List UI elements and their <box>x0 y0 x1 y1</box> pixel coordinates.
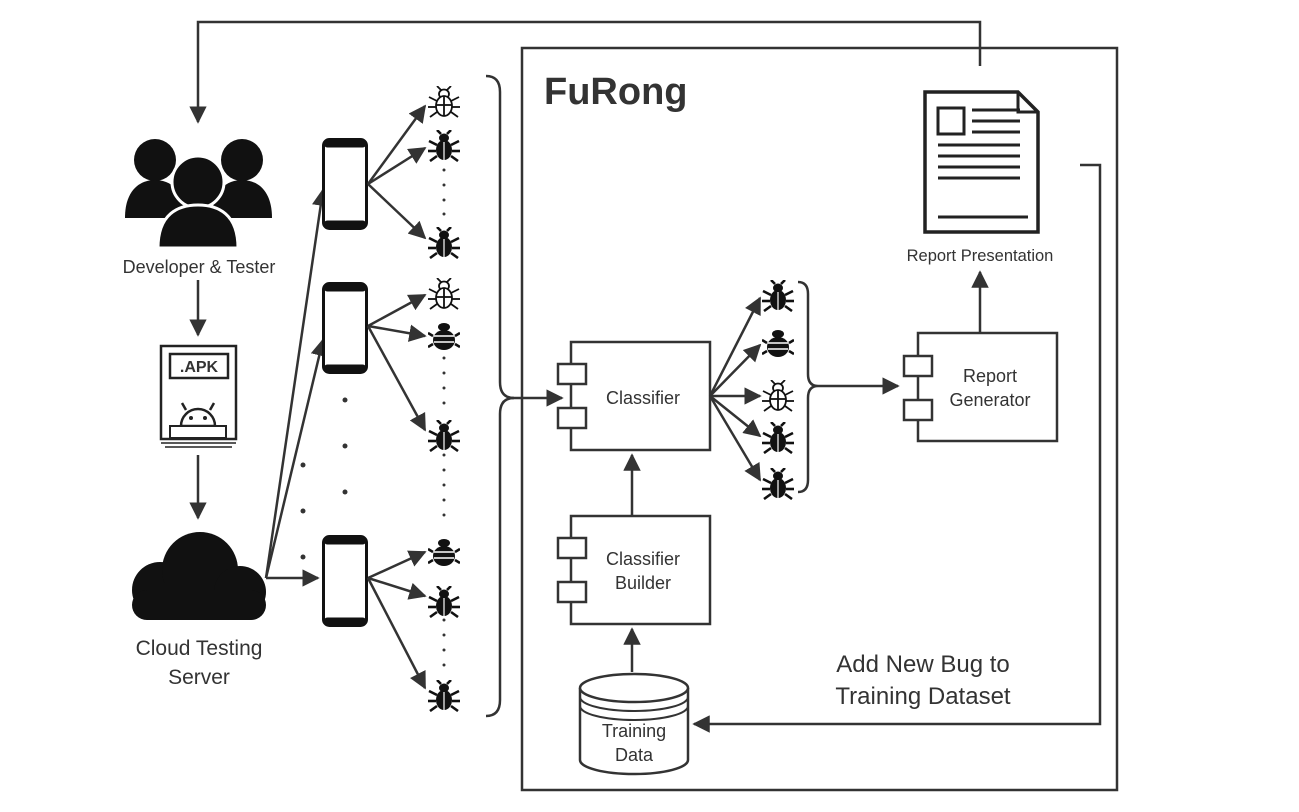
bug-icon <box>762 422 794 454</box>
database-icon <box>578 672 690 776</box>
cloud-label-line1: Cloud Testing <box>136 637 263 660</box>
training-data-label-line1: Training <box>602 721 666 741</box>
bug-icon <box>428 321 460 352</box>
bug-outline-icon <box>428 86 460 118</box>
apk-package-icon <box>159 344 238 448</box>
report-generator-port <box>902 398 934 422</box>
bug-icon <box>428 130 460 162</box>
people-group-icon <box>125 139 272 250</box>
feedback-label-line1: Add New Bug to <box>836 651 1009 678</box>
bug-icon <box>428 537 460 568</box>
phone-to-bug-arrow <box>366 104 427 185</box>
classifier-port <box>556 362 588 386</box>
report-to-developer-arrow <box>189 20 982 124</box>
ellipsis-dots <box>300 397 348 560</box>
bug-icon <box>762 328 794 359</box>
training-data-label-line2: Data <box>615 745 654 765</box>
cloud-label-line2: Server <box>168 666 230 689</box>
classifier-builder-box <box>569 514 712 626</box>
classifier-label: Classifier <box>606 388 680 408</box>
bug-icon <box>428 586 460 618</box>
phone-to-bug-arrow <box>366 325 427 432</box>
phone-to-bug-arrow <box>367 293 427 328</box>
cloud-icon <box>132 532 266 620</box>
furong-system-boundary <box>520 46 1119 792</box>
new-bug-feedback-arrow <box>692 163 1102 733</box>
bug-icon <box>428 680 460 712</box>
phone-to-bug-arrow <box>367 576 427 600</box>
cloud-to-phone-1-arrow <box>264 188 330 579</box>
bug-report-brace <box>485 74 515 718</box>
bug-icon <box>762 280 794 312</box>
classifier-to-bug-arrow <box>708 395 762 482</box>
ellipsis-dots <box>442 168 446 667</box>
cloud-to-phone-2-arrow <box>264 338 328 579</box>
phone-to-bug-arrow <box>367 550 427 580</box>
classifier-builder-port <box>556 536 588 560</box>
bug-icon <box>428 227 460 259</box>
classifier-builder-label-line2: Builder <box>615 573 671 593</box>
bug-outline-icon <box>428 278 460 310</box>
feedback-label-line2: Training Dataset <box>835 683 1011 710</box>
report-generator-port <box>902 354 934 378</box>
report-generator-label-line1: Report <box>963 366 1017 386</box>
bug-icon <box>762 468 794 500</box>
classifier-builder-label-line1: Classifier <box>606 549 680 569</box>
classifier-port <box>556 406 588 430</box>
classifier-to-bug-arrow <box>708 296 762 397</box>
phone-to-bug-arrow <box>367 183 427 240</box>
phone-to-bug-arrow <box>366 577 427 690</box>
system-title: FuRong <box>544 71 688 113</box>
developer-tester-label: Developer & Tester <box>123 257 276 277</box>
classifier-to-bug-arrow <box>709 343 762 397</box>
report-document-icon <box>923 90 1040 234</box>
classified-bug-brace <box>797 280 819 494</box>
classifier-to-bug-arrow <box>709 395 762 438</box>
report-generator-box <box>916 331 1059 443</box>
report-generator-label-line2: Generator <box>949 390 1030 410</box>
classifier-box <box>569 340 712 452</box>
classifier-builder-port <box>556 580 588 604</box>
phone-icon <box>322 282 368 374</box>
phone-icon <box>322 535 368 627</box>
phone-to-bug-arrow <box>367 146 427 186</box>
report-presentation-label: Report Presentation <box>907 247 1054 265</box>
phone-icon <box>322 138 368 230</box>
phone-to-bug-arrow <box>367 324 427 342</box>
bug-outline-icon <box>762 380 794 412</box>
bug-icon <box>428 420 460 452</box>
apk-label: .APK <box>180 359 219 376</box>
